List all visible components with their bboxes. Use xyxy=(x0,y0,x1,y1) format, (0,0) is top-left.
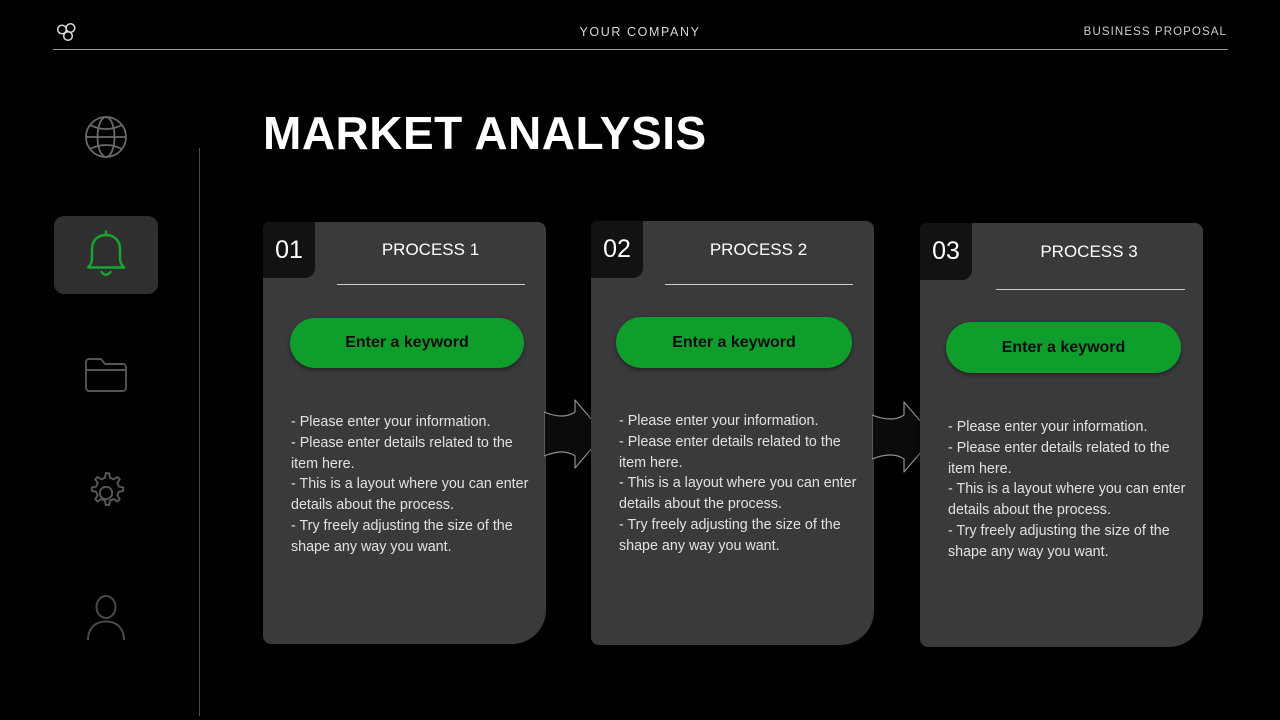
header-divider xyxy=(53,49,1228,50)
process-title-underline-1 xyxy=(337,284,525,285)
gear-icon xyxy=(82,469,130,517)
document-type: BUSINESS PROPOSAL xyxy=(1083,26,1227,38)
process-card-3[interactable]: 03 PROCESS 3 Enter a keyword - Please en… xyxy=(920,223,1203,647)
page-title: MARKET ANALYSIS xyxy=(263,107,707,159)
arrow-right-icon-1 xyxy=(543,398,606,470)
sidebar-divider xyxy=(199,148,200,716)
sidebar-item-files[interactable] xyxy=(54,338,158,412)
globe-icon xyxy=(81,112,131,162)
arrow-right-icon-2 xyxy=(871,400,936,474)
company-name: YOUR COMPANY xyxy=(579,25,701,39)
user-icon xyxy=(82,592,130,642)
sidebar-item-settings[interactable] xyxy=(54,456,158,530)
process-number-3: 03 xyxy=(920,223,972,280)
process-card-1[interactable]: 01 PROCESS 1 Enter a keyword - Please en… xyxy=(263,222,546,644)
top-bar: YOUR COMPANY BUSINESS PROPOSAL xyxy=(0,0,1280,56)
sidebar-item-profile[interactable] xyxy=(54,580,158,654)
process-title-1: PROCESS 1 xyxy=(381,240,480,259)
process-number-1: 01 xyxy=(263,222,315,278)
process-body-1: - Please enter your information. - Pleas… xyxy=(291,414,529,555)
bell-icon xyxy=(82,229,130,281)
three-circles-logo-icon xyxy=(54,20,80,46)
sidebar xyxy=(0,60,200,716)
process-title-underline-2 xyxy=(665,284,853,285)
sidebar-item-globe[interactable] xyxy=(54,100,158,174)
process-body-2: - Please enter your information. - Pleas… xyxy=(619,413,857,554)
keyword-button-1[interactable]: Enter a keyword xyxy=(290,318,524,368)
process-title-2: PROCESS 2 xyxy=(709,240,808,259)
process-number-2: 02 xyxy=(591,221,643,278)
keyword-button-2[interactable]: Enter a keyword xyxy=(616,317,852,368)
process-title-3: PROCESS 3 xyxy=(1040,242,1138,261)
process-title-underline-3 xyxy=(996,289,1185,290)
process-card-2[interactable]: 02 PROCESS 2 Enter a keyword - Please en… xyxy=(591,221,874,645)
sidebar-item-notifications[interactable] xyxy=(54,216,158,294)
keyword-button-3[interactable]: Enter a keyword xyxy=(946,322,1181,373)
folder-icon xyxy=(82,354,130,396)
process-body-3: - Please enter your information. - Pleas… xyxy=(948,419,1186,560)
